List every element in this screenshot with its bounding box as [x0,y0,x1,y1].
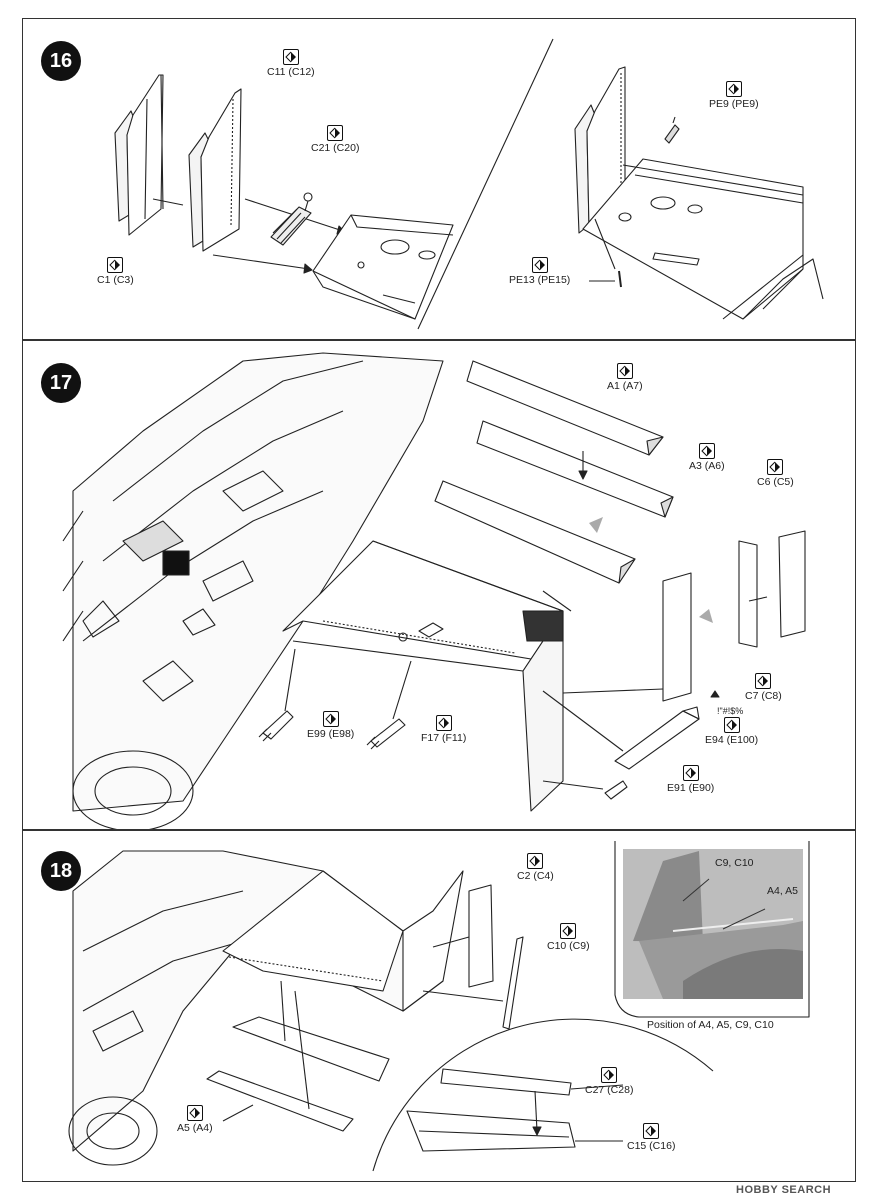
part-diamond-icon [107,257,124,273]
label-c1-text: C1 (C3) [97,274,134,286]
part-diamond-icon [435,715,452,731]
part-diamond-icon [725,81,742,97]
step-number-18: 18 [41,851,81,891]
step-16-panel: 16 C11 (C12) C21 (C20) C1 (C3) PE9 (PE9)… [22,18,856,340]
step-17-panel: 17 A1 (A7) A3 (A6) C6 (C5) C7 (C8) !"#!$… [22,340,856,830]
label-pe9-text: PE9 (PE9) [709,98,759,110]
step-18-panel: 18 C2 (C4) C10 (C9) A5 (A4) C27 (C28) C1… [22,830,856,1182]
label-a1: A1 (A7) [607,363,643,392]
step-number-17: 17 [41,363,81,403]
brand-watermark: HOBBY SEARCH [736,1184,832,1196]
part-diamond-icon [327,125,344,141]
label-c1: C1 (C3) [97,257,134,286]
label-a1-text: A1 (A7) [607,380,643,392]
inset-label-a4: A4, A5 [767,885,798,897]
label-c21: C21 (C20) [311,125,359,154]
label-pe13: PE13 (PE15) [509,257,570,286]
label-e94-text: E94 (E100) [705,734,759,746]
step-16-illustration [114,38,824,330]
part-diamond-icon [527,853,544,869]
label-a5-text: A5 (A4) [177,1122,213,1134]
part-diamond-icon [723,717,740,733]
part-diamond-icon [531,257,548,273]
part-diamond-icon [755,673,772,689]
part-diamond-icon [767,459,784,475]
part-diamond-icon [560,923,577,939]
label-pe13-text: PE13 (PE15) [509,274,571,286]
step-18-illustration [68,841,810,1172]
label-c15: C15 (C16) [627,1123,675,1152]
part-diamond-icon [282,49,299,65]
label-a5: A5 (A4) [177,1105,213,1134]
label-c27: C27 (C28) [585,1067,633,1096]
part-diamond-icon [682,765,699,781]
label-c27-text: C27 (C28) [585,1084,634,1096]
inset-label-c9: C9, C10 [715,857,754,869]
part-diamond-icon [616,363,633,379]
label-c6: C6 (C5) [757,459,794,488]
label-c7-text: C7 (C8) [745,690,782,702]
step-17-illustration [62,352,806,829]
label-c10: C10 (C9) [547,923,590,952]
label-f17: F17 (F11) [421,715,466,744]
label-e99-text: E99 (E98) [307,728,355,740]
label-c11-text: C11 (C12) [267,66,315,78]
label-c11: C11 (C12) [267,49,315,78]
label-a3-text: A3 (A6) [689,460,725,472]
label-c6-text: C6 (C5) [757,476,794,488]
label-c15-text: C15 (C16) [627,1140,676,1152]
part-diamond-icon [322,711,339,727]
label-f17-text: F17 (F11) [421,732,467,744]
label-e91-text: E91 (E90) [667,782,715,794]
label-c2: C2 (C4) [517,853,554,882]
inset-caption: Position of A4, A5, C9, C10 [647,1019,774,1031]
part-diamond-icon [601,1067,618,1083]
label-a3: A3 (A6) [689,443,725,472]
inset-photo [623,849,803,999]
part-diamond-icon [643,1123,660,1139]
label-note: !"#!$% [717,706,744,716]
label-pe9: PE9 (PE9) [709,81,759,110]
part-diamond-icon [186,1105,203,1121]
step-number-16: 16 [41,41,81,81]
label-e99: E99 (E98) [307,711,354,740]
label-c2-text: C2 (C4) [517,870,554,882]
label-e91: E91 (E90) [667,765,714,794]
label-c21-text: C21 (C20) [311,142,360,154]
label-e94: E94 (E100) [705,717,758,746]
part-diamond-icon [698,443,715,459]
label-c10-text: C10 (C9) [547,940,590,952]
label-c7: C7 (C8) [745,673,782,702]
